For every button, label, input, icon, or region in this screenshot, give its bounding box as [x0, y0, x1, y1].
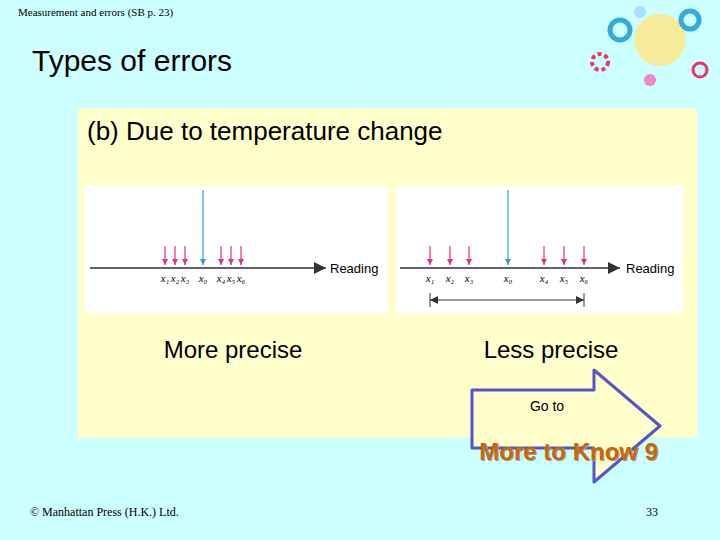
reading-arrow — [240, 246, 241, 265]
axis-label: Reading — [626, 261, 674, 276]
spread-bracket-end — [584, 293, 585, 307]
slide-title: Types of errors — [32, 44, 232, 78]
true-value-arrow — [507, 190, 508, 265]
header-note: Measurement and errors (SB p. 23) — [18, 6, 173, 18]
reading-arrow — [563, 246, 564, 265]
value-label: x₆ — [237, 272, 246, 284]
reading-arrow — [184, 246, 185, 265]
axis-label: Reading — [330, 261, 378, 276]
reading-arrow — [164, 246, 165, 265]
link-title: More to Know 9 — [479, 438, 658, 466]
spread-bracket — [430, 300, 584, 301]
figure-panel — [85, 186, 388, 313]
value-label: x₂ — [171, 272, 180, 284]
reading-arrow — [429, 246, 430, 265]
reading-arrow — [543, 246, 544, 265]
reading-arrow — [583, 246, 584, 265]
caption-text: Less precise — [484, 336, 619, 364]
reading-arrow — [220, 246, 221, 265]
corner-ornament — [592, 6, 707, 86]
value-label: x₃ — [465, 272, 474, 284]
link-arrow: Go to More to Know 9 — [426, 368, 662, 496]
value-label: x₅ — [227, 272, 236, 284]
value-label: x₄ — [217, 272, 226, 284]
page-number: 33 — [646, 505, 658, 520]
value-label: x₆ — [580, 272, 589, 284]
value-label: x₅ — [560, 272, 569, 284]
caption-text: More precise — [164, 336, 303, 364]
arrow-outline — [472, 370, 660, 482]
reading-axis — [90, 267, 326, 269]
reading-arrow — [174, 246, 175, 265]
reading-arrow — [468, 246, 469, 265]
reading-arrow — [230, 246, 231, 265]
value-label: x₁ — [426, 272, 435, 284]
value-label: x₁ — [161, 272, 170, 284]
value-label: x₃ — [181, 272, 190, 284]
reading-axis — [400, 267, 620, 269]
value-label: x₀ — [199, 272, 208, 284]
value-label: x₀ — [504, 272, 513, 284]
reading-arrow — [449, 246, 450, 265]
true-value-arrow — [202, 190, 203, 265]
value-label: x₂ — [446, 272, 455, 284]
panel-heading: (b) Due to temperature change — [87, 116, 443, 147]
arrow-shape — [426, 368, 662, 484]
copyright-note: © Manhattan Press (H.K.) Ltd. — [30, 505, 179, 520]
spread-bracket-end — [430, 293, 431, 307]
value-label: x₄ — [540, 272, 549, 284]
link-text: Go to — [530, 398, 564, 414]
figure-panel — [396, 186, 683, 313]
